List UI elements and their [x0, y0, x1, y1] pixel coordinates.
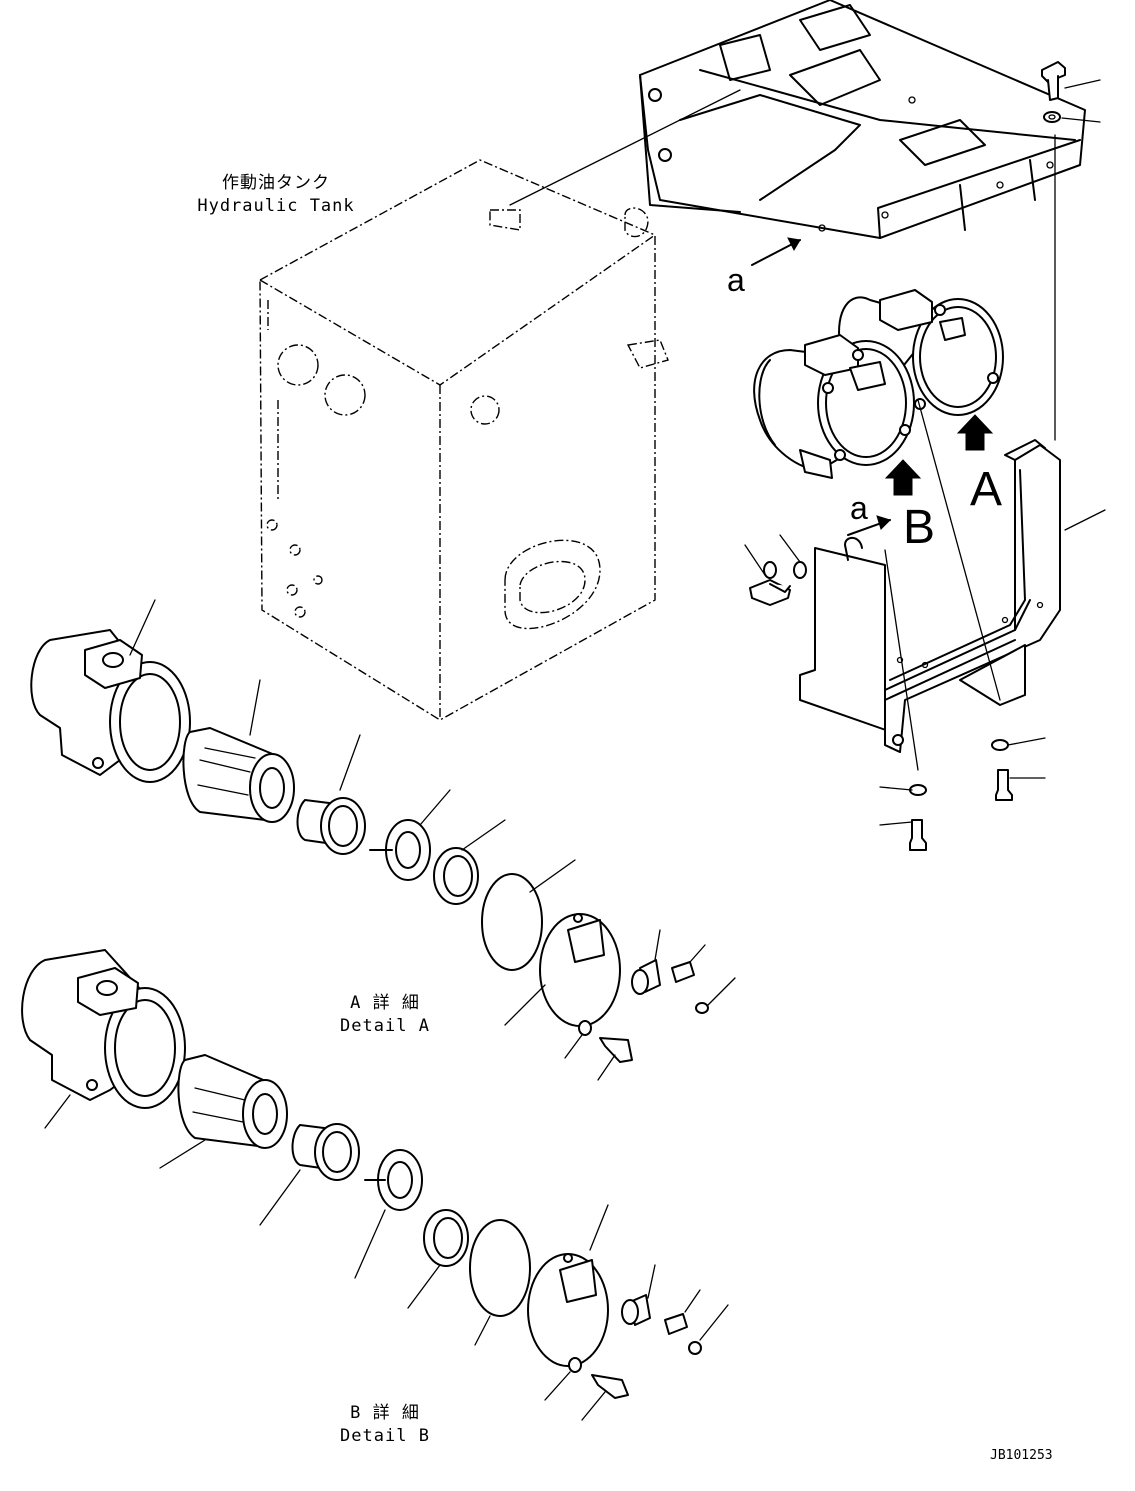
filter-bracket	[799, 439, 1061, 753]
upper-frame	[639, 0, 1086, 239]
arrow-label-b: B	[903, 501, 936, 554]
detail-b-parts	[21, 949, 729, 1421]
bolt-bracket-left	[744, 534, 807, 606]
arrow-b-up	[884, 459, 922, 496]
bolt-top-right	[1041, 61, 1101, 123]
view-label-a-upper: a	[727, 262, 745, 298]
view-label-a-lower: a	[850, 490, 868, 526]
detail-a-parts	[30, 599, 736, 1081]
tank-label-jp: 作動油タンク	[222, 173, 330, 193]
filter-assembly-front	[753, 334, 915, 479]
detail-b-title-jp: B 詳 細	[350, 1403, 420, 1423]
hydraulic-tank	[259, 159, 669, 721]
bolts-below-bracket	[879, 509, 1106, 851]
arrow-label-a: A	[970, 463, 1003, 516]
arrow-a-up	[956, 414, 994, 451]
drawing-number: JB101253	[990, 1448, 1053, 1463]
tank-label-en: Hydraulic Tank	[197, 196, 355, 216]
detail-b-title-en: Detail B	[340, 1426, 430, 1446]
detail-a-title-jp: A 詳 細	[350, 993, 420, 1013]
frame-to-tank-line	[509, 89, 741, 206]
detail-a-title-en: Detail A	[340, 1016, 430, 1036]
